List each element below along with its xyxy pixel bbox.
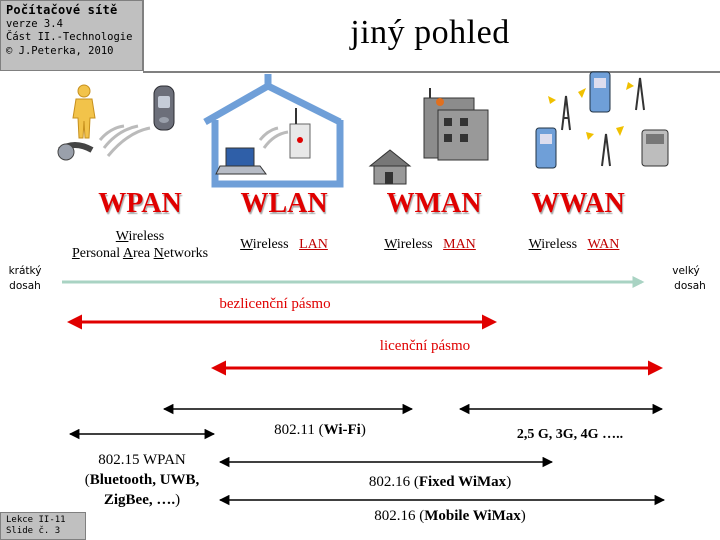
mobile-bold: Mobile WiMax [424,508,521,524]
wpan-sub-networks: etworks [163,246,209,261]
category-wpan: WPAN [98,188,182,219]
licensed-band-label: licenční pásmo [379,338,471,354]
unlicensed-band-label: bezlicenční pásmo [219,296,331,312]
wlan-sub-initial: W [240,237,253,252]
wireless-waves-icon [98,124,151,157]
wpan-sub-n: N [153,246,164,261]
wpan-sub-rest: ireless [128,229,165,244]
laptop-icon [215,147,267,175]
house-icon [203,74,344,188]
wman-sub-rest: ireless [396,237,433,252]
fixed-prefix: 802.16 ( [368,474,419,490]
wifi-prefix: 802.11 ( [274,422,324,438]
wpan-standard-open: ( [84,472,90,488]
wman-sub-abbr: MAN [443,237,476,252]
wireless-waves-icon [258,126,289,149]
mobile-generations-label: 2,5 G, 3G, 4G ….. [516,427,624,442]
wifi-router-icon [289,108,311,159]
header-divider-vertical [143,0,144,71]
header-divider [143,71,720,73]
wwan-sub-initial: W [528,237,542,252]
cell-tower-icon [561,77,645,167]
mobile-prefix: 802.16 ( [374,508,425,524]
course-header: Počítačové sítě verze 3.4 Část II.-Techn… [0,0,143,71]
category-wman: WMAN [386,188,482,219]
wman-sub-initial: W [384,237,397,252]
wlan-sub-abbr: LAN [299,237,328,252]
course-author: © J.Peterka, 2010 [6,44,114,57]
home-icon [368,149,412,185]
wwan-sub-abbr: WAN [587,237,620,252]
wpan-sub-initial: W [115,229,129,244]
wman-subtitle: Wireless MAN [340,236,520,253]
wpan-sub-area: rea [133,246,154,261]
wifi-suffix: ) [360,422,366,438]
wpan-standard-close: ) [175,492,181,508]
wpan-standard-bold1: Bluetooth, UWB, [89,472,200,488]
range-right-line2: dosah [674,280,706,292]
category-wlan: WLAN [240,188,328,219]
footer-lecture: Lekce II-11 [6,515,66,525]
category-wwan: WWAN [531,188,625,219]
mobile-wimax-label: 802.16 (Mobile WiMax) [330,508,570,525]
range-right-label: velký dosah [658,264,714,294]
wpan-standard-bold2: ZigBee, …. [103,492,176,508]
signal-flash-icon [548,82,634,140]
wpan-standard-line1: 802.15 WPAN [98,452,186,468]
range-left-line2: dosah [9,280,41,292]
wwan-subtitle: Wireless WAN [484,236,664,253]
course-version: verze 3.4 [6,17,63,30]
course-title: Počítačové sítě [6,3,118,17]
range-right-line1: velký [672,265,700,277]
course-part: Část II.-Technologie [6,31,133,43]
wlan-subtitle: Wireless LAN [194,236,374,253]
wpan-subtitle: Wireless Personal Area Networks [50,228,230,262]
fixed-bold: Fixed WiMax [418,474,507,490]
range-left-line1: krátký [8,265,42,277]
wpan-standard-label: 802.15 WPAN (Bluetooth, UWB, ZigBee, ….) [52,450,232,510]
person-icon [72,84,96,139]
footer-slide: Slide č. 3 [6,526,61,536]
fixed-suffix: ) [506,474,512,490]
wpan-sub-personal: ersonal [79,246,123,261]
slide-footer: Lekce II-11 Slide č. 3 [0,512,86,540]
mobile-phone-icon [153,85,175,131]
wwan-sub-rest: ireless [541,237,578,252]
wpan-sub-p: P [71,246,80,261]
bluetooth-headset-icon [57,142,94,161]
fixed-wimax-label: 802.16 (Fixed WiMax) [330,474,550,491]
wifi-label: 802.11 (Wi-Fi) [230,422,410,439]
mobile-suffix: ) [520,508,526,524]
page-title: jiný pohled [350,14,510,51]
wpan-sub-a: A [122,246,134,261]
wifi-bold: Wi-Fi [323,422,361,438]
range-left-label: krátký dosah [0,264,50,294]
office-building-icon [423,88,489,161]
wlan-sub-rest: ireless [252,237,289,252]
mobile-phone-icon [535,71,669,169]
